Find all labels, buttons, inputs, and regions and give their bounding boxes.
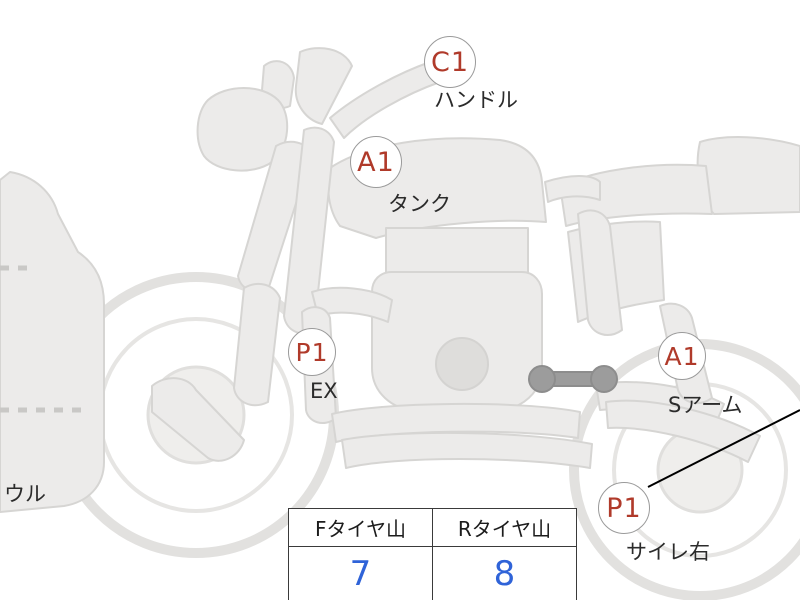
value-rear-tire: 8 <box>432 546 577 600</box>
header-front-tire: Fタイヤ山 <box>288 508 433 547</box>
caption-tank: タンク <box>388 192 451 216</box>
marker-c1-handle[interactable]: C1 <box>424 36 476 88</box>
marker-p1-ex[interactable]: P1 <box>288 328 336 376</box>
caption-swingarm: Sアーム <box>668 393 743 417</box>
caption-handle: ハンドル <box>434 88 518 112</box>
caption-ex: EX <box>310 379 338 403</box>
caption-silencer-right: サイレ右 <box>626 540 710 564</box>
table-value-row: 7 8 <box>288 546 577 600</box>
marker-a1-swingarm[interactable]: A1 <box>658 332 706 380</box>
leader-line-silencer <box>647 409 800 488</box>
header-rear-tire: Rタイヤ山 <box>432 508 577 547</box>
label-cowl: ウル <box>4 482 46 506</box>
value-front-tire: 7 <box>288 546 433 600</box>
table-header-row: Fタイヤ山 Rタイヤ山 <box>288 508 577 547</box>
marker-a1-tank[interactable]: A1 <box>350 136 402 188</box>
marker-p1-silencer-right[interactable]: P1 <box>598 482 650 534</box>
tire-depth-table: Fタイヤ山 Rタイヤ山 7 8 <box>288 508 577 600</box>
